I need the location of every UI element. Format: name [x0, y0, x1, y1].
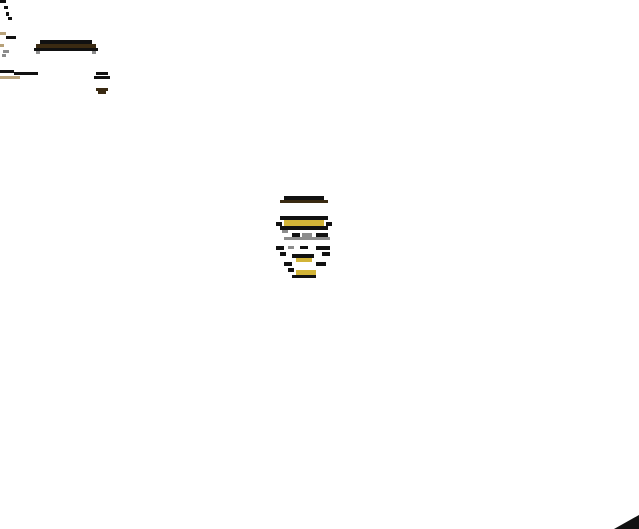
- bottom-right-corner-shape: [614, 515, 639, 529]
- left-edge-fragment: [0, 0, 38, 79]
- top-left-hat-sprite: [34, 40, 110, 94]
- center-figure-sprite: [276, 196, 332, 278]
